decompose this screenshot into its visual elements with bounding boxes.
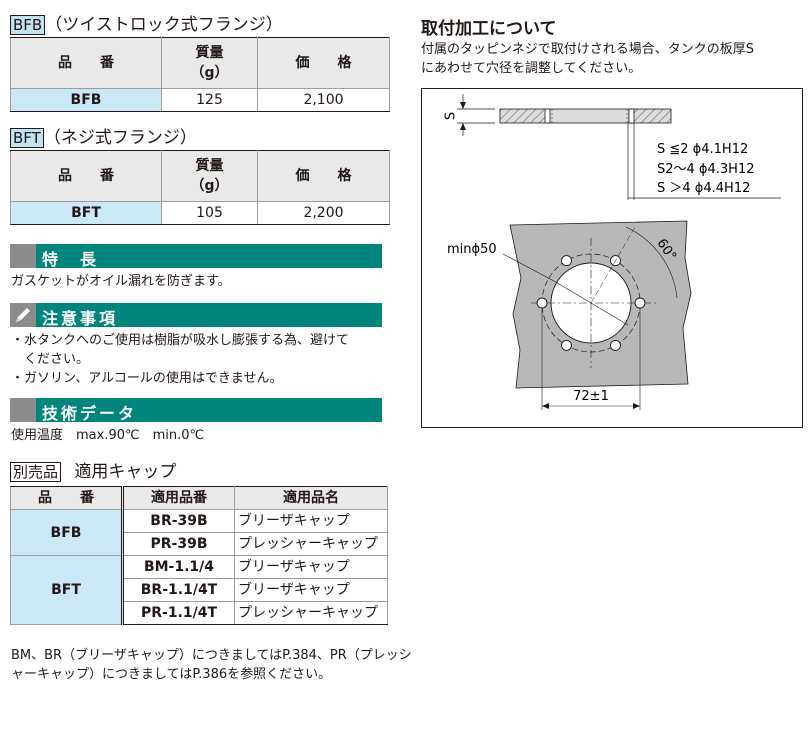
caps-code: PR-39B [121,532,235,556]
plate-section [499,108,672,124]
caution-band: 注意事項 [10,303,382,328]
caps-name: ブリーザキャップ [234,578,388,602]
bft-code-badge: BFT [10,128,44,148]
tech-band: 技術データ [10,398,382,423]
mounting-desc-1: 付属のタッピンネジで取付けされる場合、タンクの板厚S [421,42,754,57]
mounting-diagram: S S ≦2 ϕ4.1H12 S2～4 ϕ4.3H12 S ＞4 ϕ4.4H12… [421,88,803,428]
bft-title: （ネジ式フランジ） [43,128,197,148]
caution-line-1: ・水タンクへのご使用は樹脂が吸水し膨張する為、避けて [11,333,350,348]
caps-col-code: 適用品番 [121,486,235,510]
caps-col-name: 適用品名 [234,486,388,510]
bfb-title: （ツイストロック式フランジ） [45,15,283,35]
caps-name: ブリーザキャップ [234,555,388,579]
bft-col-part: 品 番 [10,150,162,202]
bft-part: BFT [10,201,162,225]
bft-col-mass: 質量（g） [161,150,258,202]
bfb-mass: 125 [161,88,258,112]
caps-part-bft: BFT [10,555,123,625]
width-label: 72±1 [573,389,609,404]
bfb-table: 品 番 質量（g） 価 格 BFB 125 2,100 [10,37,390,112]
caps-name: プレッシャーキャップ [234,601,388,625]
bfb-price: 2,100 [257,88,390,112]
bfb-col-price: 価 格 [257,37,390,89]
features-title: 特 長 [42,250,100,269]
tech-title: 技術データ [42,404,138,423]
caps-title: 適用キャップ [74,462,177,482]
caps-name: ブリーザキャップ [234,509,388,533]
spec-line-2: S2～4 ϕ4.3H12 [657,162,755,177]
caps-col-part: 品 番 [10,486,123,510]
bft-mass: 105 [161,201,258,225]
caps-table: 品 番 適用品番 適用品名 BFB BR-39B ブリーザキャップ PR-39B… [10,486,388,625]
caps-code: BR-1.1/4T [121,578,235,602]
bft-heading: BFT（ネジ式フランジ） [10,123,197,148]
bft-col-price: 価 格 [257,150,390,202]
bfb-part: BFB [10,88,162,112]
bft-table: 品 番 質量（g） 価 格 BFT 105 2,200 [10,150,390,225]
mounting-desc-2: にあわせて穴径を調整してください。 [421,61,642,76]
caps-name: プレッシャーキャップ [234,532,388,556]
spec-line-1: S ≦2 ϕ4.1H12 [657,142,748,157]
caps-part-bfb: BFB [10,509,123,556]
caps-code: BM-1.1/4 [121,555,235,579]
min-diameter-label: minϕ50 [447,242,497,257]
bfb-code-badge: BFB [10,15,46,35]
bfb-col-mass: 質量（g） [161,37,258,89]
caution-line-2: ください。 [11,352,90,367]
bfb-col-part: 品 番 [10,37,162,89]
caps-badge: 別売品 [10,462,62,482]
caps-code: BR-39B [121,509,235,533]
caution-title: 注意事項 [42,309,119,328]
features-band: 特 長 [10,244,382,269]
spec-line-3: S ＞4 ϕ4.4H12 [657,181,750,196]
thickness-label: S [444,112,459,120]
pencil-icon [16,308,30,322]
bfb-heading: BFB（ツイストロック式フランジ） [10,10,283,35]
caps-note-1: BM、BR（ブリーザキャップ）につきましてはP.384、PR（プレッシ [11,648,412,663]
mounting-title: 取付加工について [421,19,557,39]
caps-note-2: ャーキャップ）につきましてはP.386を参照ください。 [11,667,332,682]
caps-code: PR-1.1/4T [121,601,235,625]
caps-heading: 別売品 適用キャップ [10,457,176,482]
tech-text: 使用温度 max.90℃ min.0℃ [11,428,205,443]
caution-line-3: ・ガソリン、アルコールの使用はできません。 [11,371,283,386]
features-text: ガスケットがオイル漏れを防ぎます。 [11,274,231,289]
bft-price: 2,200 [257,201,390,225]
